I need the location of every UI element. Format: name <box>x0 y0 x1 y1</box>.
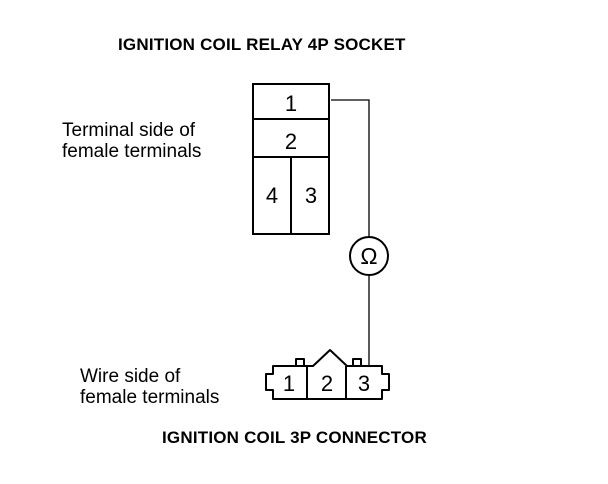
terminal-side-label: Terminal side of female terminals <box>62 120 201 162</box>
relay-terminal-3: 3 <box>305 183 317 208</box>
ohmmeter-circle <box>349 236 389 276</box>
relay-terminal-1: 1 <box>285 91 297 116</box>
relay-socket <box>252 83 330 235</box>
coil-connector <box>265 349 390 400</box>
ohmmeter: Ω <box>349 236 389 276</box>
coil-terminal-1: 1 <box>283 371 295 396</box>
ohm-symbol: Ω <box>360 243 377 269</box>
coil-terminal-3: 3 <box>358 371 370 396</box>
relay-terminal-2: 2 <box>285 129 297 154</box>
terminal-side-label-line2: female terminals <box>62 141 202 162</box>
coil-connector-outline <box>265 349 390 400</box>
lead-to-relay-terminal-1 <box>331 99 370 236</box>
wire-side-label-line1: Wire side of <box>80 366 181 387</box>
wire-side-label: Wire side of female terminals <box>80 366 219 408</box>
wire-side-label-line2: female terminals <box>80 387 220 408</box>
relay-socket-title: IGNITION COIL RELAY 4P SOCKET <box>118 35 406 54</box>
coil-connector-title: IGNITION COIL 3P CONNECTOR <box>162 428 427 447</box>
terminal-side-label-line1: Terminal side of <box>62 120 196 141</box>
relay-terminal-4: 4 <box>266 183 278 208</box>
coil-latch-left <box>295 358 305 367</box>
test-leads <box>331 99 370 368</box>
coil-terminal-2: 2 <box>321 371 333 396</box>
coil-latch-right <box>352 358 362 367</box>
